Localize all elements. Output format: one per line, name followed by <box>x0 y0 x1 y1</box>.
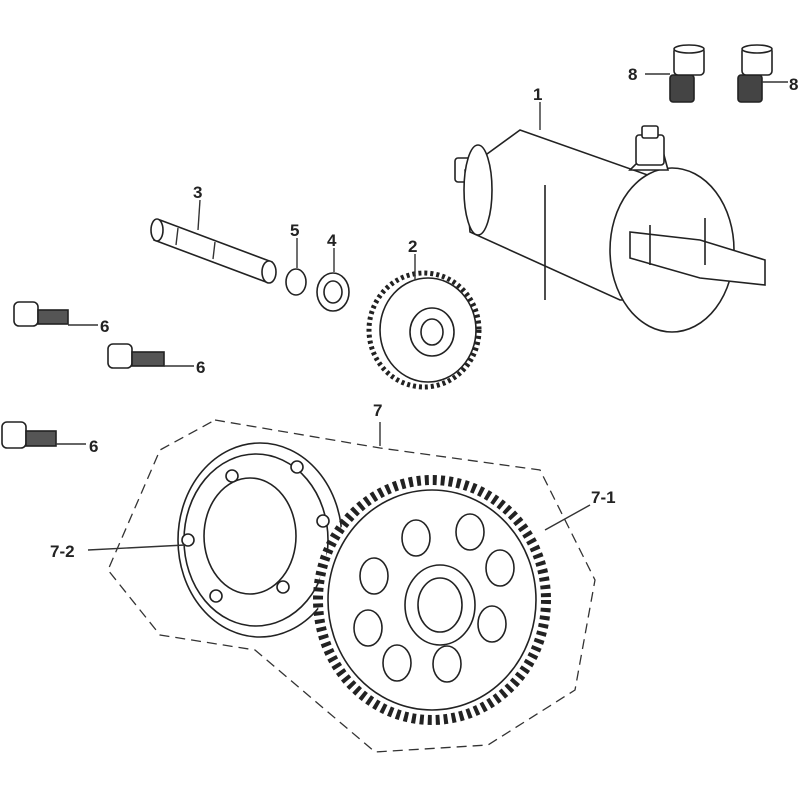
callout-8-left: 8 <box>628 65 637 84</box>
clutch-gear <box>313 475 551 725</box>
callout-3: 3 <box>193 183 202 202</box>
callout-4: 4 <box>327 231 337 250</box>
bolt-3 <box>1 421 57 449</box>
starter-motor <box>454 125 766 333</box>
shaft <box>150 218 277 284</box>
callout-6-middle: 6 <box>196 358 205 377</box>
bolt-2 <box>107 343 165 369</box>
clutch-assembly-boundary <box>107 419 596 753</box>
callout-2: 2 <box>408 237 417 256</box>
washer <box>316 272 350 312</box>
callout-8-right: 8 <box>789 75 798 94</box>
callout-6-bottom: 6 <box>89 437 98 456</box>
callout-7: 7 <box>373 401 382 420</box>
idle-gear <box>366 270 482 390</box>
bolt-1 <box>13 301 69 327</box>
callout-7-2: 7-2 <box>50 542 75 561</box>
circlip <box>285 268 307 296</box>
callout-1: 1 <box>533 85 542 104</box>
callout-7-1: 7-1 <box>591 488 616 507</box>
callout-6-top: 6 <box>100 317 109 336</box>
motor-bolt-right <box>737 44 773 103</box>
motor-bolt-left <box>669 44 705 103</box>
clutch-body <box>177 442 343 638</box>
callout-5: 5 <box>290 221 299 240</box>
